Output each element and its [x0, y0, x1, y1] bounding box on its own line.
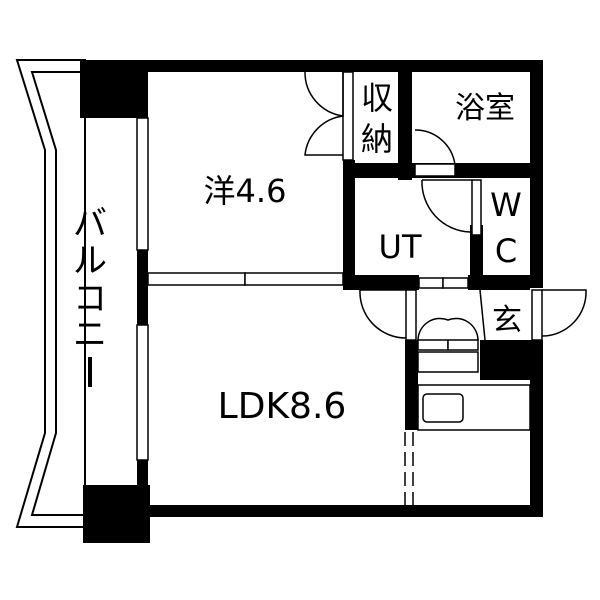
- sink-icon: [422, 393, 464, 423]
- svg-text:バ: バ: [73, 204, 107, 244]
- entrance-label: 玄: [492, 303, 522, 338]
- windows: [136, 117, 469, 461]
- svg-text:ル: ル: [73, 241, 107, 281]
- utility-label: UT: [379, 228, 422, 266]
- kitchen-counter: [404, 384, 531, 505]
- svg-text:コ: コ: [73, 279, 107, 319]
- closet-label-2: 納: [361, 120, 393, 158]
- balcony-label: バ ル コ ニ: [73, 204, 107, 387]
- closet-label-1: 収: [361, 79, 393, 117]
- wc-label-1: W: [490, 186, 522, 224]
- ldk-label: LDK8.6: [218, 386, 347, 427]
- western-room-label: 洋4.6: [204, 172, 287, 210]
- bathroom-label: 浴室: [455, 91, 515, 126]
- wc-label-2: C: [495, 232, 517, 270]
- walls: [80, 60, 543, 543]
- doors: [304, 71, 587, 373]
- svg-text:ニ: ニ: [73, 315, 107, 355]
